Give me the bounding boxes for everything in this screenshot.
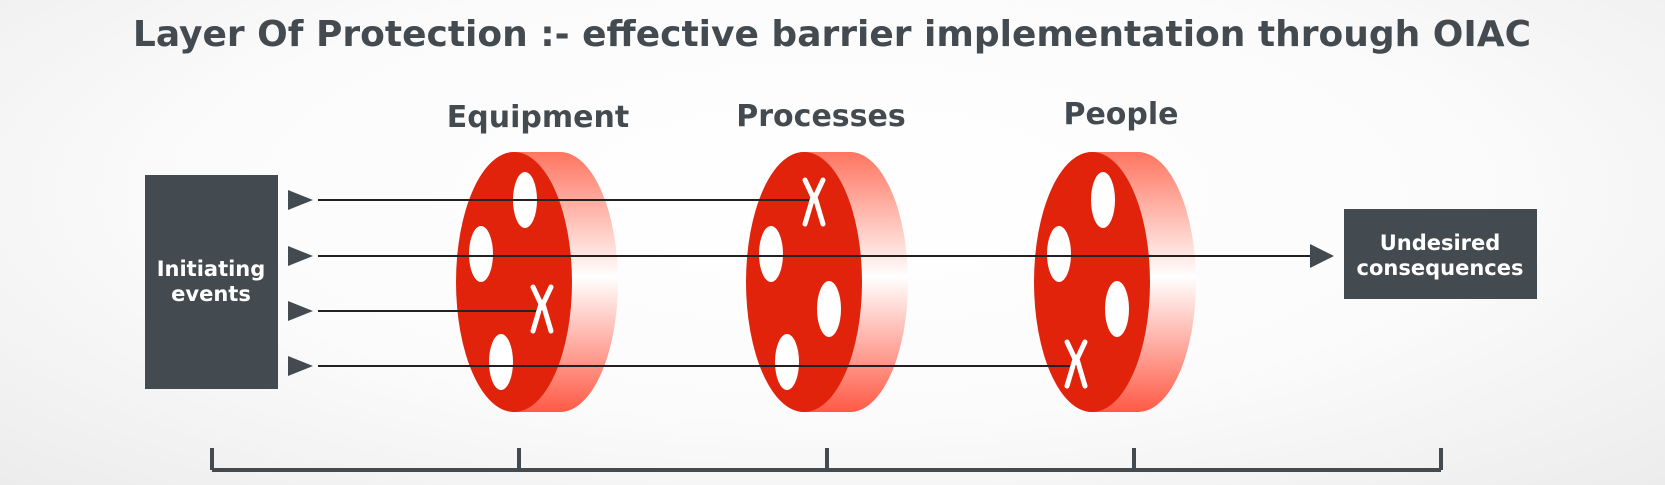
input-arrows <box>288 190 313 376</box>
arrow-triangle-icon <box>288 356 313 376</box>
barrier-equipment: Equipment <box>447 100 629 412</box>
layer-label-people: People <box>1063 97 1178 132</box>
layer-label-processes: Processes <box>736 99 905 134</box>
arrow-triangle-icon <box>288 301 313 321</box>
arrow-triangle-icon <box>1310 244 1334 268</box>
initiating-events-label-line2: events <box>171 282 251 306</box>
undesired-consequences-box: Undesired consequences <box>1344 209 1537 299</box>
block-x-icon <box>1064 339 1088 389</box>
initiating-events-box: Initiating events <box>145 175 278 389</box>
arrow-triangle-icon <box>288 190 313 210</box>
block-x-icon <box>802 177 826 227</box>
undesired-consequences-label-line2: consequences <box>1357 256 1524 280</box>
barrier-people: People <box>1034 97 1196 412</box>
block-x-icon <box>530 284 554 334</box>
arrow-triangle-icon <box>288 246 313 266</box>
bottom-bracket <box>210 448 1443 472</box>
undesired-consequences-label-line1: Undesired <box>1380 231 1501 255</box>
layer-label-equipment: Equipment <box>447 100 629 135</box>
barrier-processes: Processes <box>736 99 908 412</box>
initiating-events-label-line1: Initiating <box>157 257 266 281</box>
page-title: Layer Of Protection :- effective barrier… <box>133 14 1531 55</box>
hazard-lines <box>318 199 1320 367</box>
block-marks <box>530 177 1088 389</box>
